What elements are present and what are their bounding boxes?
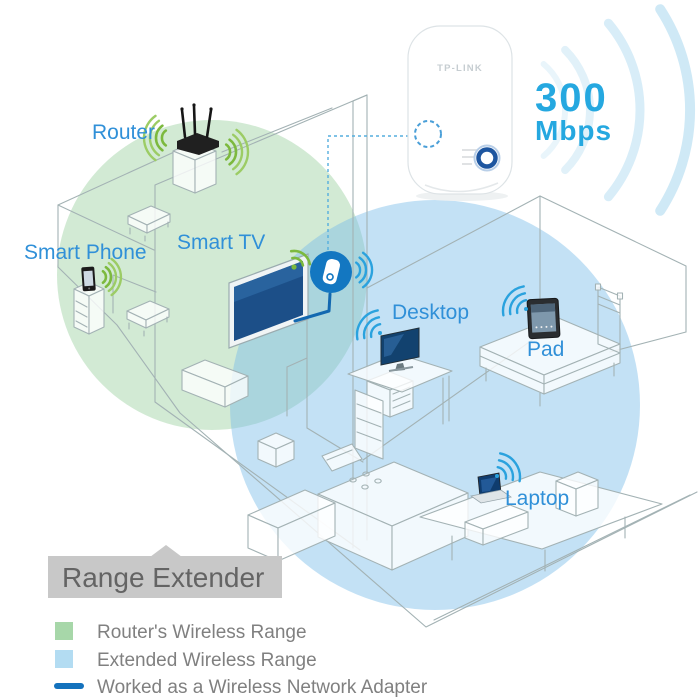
adapter-cable bbox=[293, 292, 332, 323]
router-wifi-right-icon bbox=[224, 128, 250, 176]
label-pad: Pad bbox=[527, 338, 564, 361]
legend-label-adapter-line: Worked as a Wireless Network Adapter bbox=[97, 677, 428, 698]
tv-stand-cabinet bbox=[181, 359, 249, 408]
legend-swatch-router-range bbox=[55, 622, 73, 640]
label-router: Router bbox=[92, 121, 155, 144]
tv-wifi-icon bbox=[289, 249, 312, 270]
dashed-link-line bbox=[327, 135, 415, 290]
legend-swatch-adapter-line bbox=[54, 683, 84, 689]
extender-icon bbox=[310, 251, 352, 293]
router-device bbox=[172, 103, 219, 194]
desktop-device bbox=[347, 327, 453, 460]
speed-unit: Mbps bbox=[535, 115, 612, 146]
bed-lower bbox=[126, 300, 170, 337]
smartphone-wifi-icon bbox=[101, 257, 123, 297]
sideboard bbox=[555, 471, 599, 517]
extender-product: TP-LINK bbox=[407, 25, 513, 201]
legend-label-extended-range: Extended Wireless Range bbox=[97, 650, 317, 671]
legend: Router's Wireless Range Extended Wireles… bbox=[54, 622, 428, 698]
speed-text: 300 Mbps bbox=[535, 76, 612, 146]
armchair bbox=[257, 432, 295, 468]
label-laptop: Laptop bbox=[505, 487, 569, 510]
dining-bench bbox=[464, 504, 529, 546]
extender-icon-wifi bbox=[355, 251, 374, 289]
extender-signal-arcs bbox=[540, 4, 695, 216]
router-range-circle bbox=[57, 120, 367, 430]
tv-device bbox=[228, 253, 309, 349]
headboard bbox=[594, 283, 624, 354]
callout-title: Range Extender bbox=[62, 562, 264, 593]
bed-right bbox=[479, 316, 621, 407]
smartphone-device bbox=[81, 266, 96, 292]
pad-device bbox=[526, 297, 561, 340]
pad-wifi-icon bbox=[501, 285, 528, 317]
laptop-wifi-icon bbox=[495, 452, 522, 483]
house-linework bbox=[57, 94, 698, 628]
label-desktop: Desktop bbox=[392, 301, 469, 324]
legend-label-router-range: Router's Wireless Range bbox=[97, 622, 307, 643]
legend-swatch-extended-range bbox=[55, 650, 73, 668]
label-smart-phone: Smart Phone bbox=[24, 241, 147, 264]
range-hood bbox=[321, 443, 363, 472]
laptop-device bbox=[470, 472, 512, 504]
brand-logo: TP-LINK bbox=[437, 63, 483, 74]
bed-upper bbox=[127, 205, 171, 242]
desktop-wifi-icon bbox=[355, 309, 382, 341]
kitchen-counter bbox=[247, 489, 336, 562]
router-wifi-left-icon bbox=[142, 114, 168, 162]
range-extender-callout: Range Extender bbox=[48, 545, 282, 598]
wps-button bbox=[476, 147, 498, 169]
wall-socket-ring-icon bbox=[414, 120, 442, 148]
label-smart-tv: Smart TV bbox=[177, 231, 265, 254]
speed-value: 300 bbox=[535, 76, 608, 120]
